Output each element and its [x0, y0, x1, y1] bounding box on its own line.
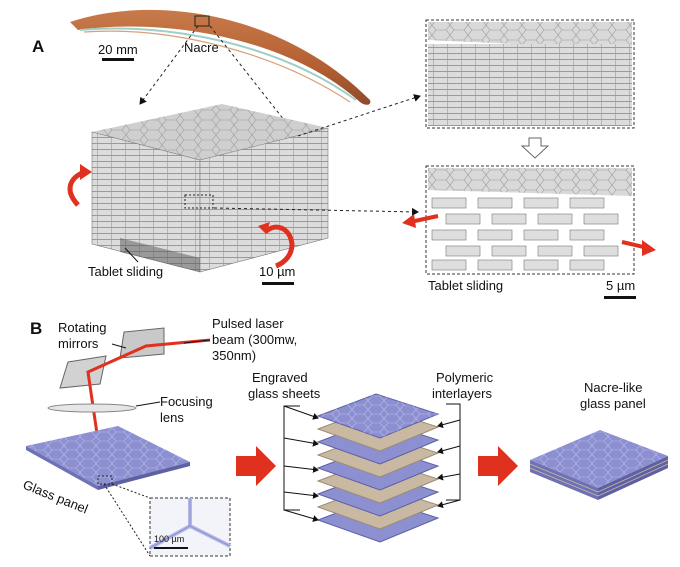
zoom-arrow-lower	[213, 207, 419, 216]
nacre-like-glass-panel	[529, 430, 669, 500]
nacre-label: Nacre	[184, 40, 219, 55]
lens-leader	[135, 401, 161, 407]
zoom-arrow-upper	[297, 94, 421, 137]
block-zoom-box	[184, 194, 214, 209]
process-arrow-1	[236, 446, 276, 486]
laser-leader	[183, 339, 211, 344]
engraving-inset	[149, 497, 231, 557]
zoom-caption: Tablet sliding	[428, 278, 503, 293]
zoom-arrow-right	[209, 25, 293, 131]
mirrors-label: Rotating mirrors	[58, 320, 110, 351]
glass-panel	[26, 426, 190, 490]
lens-label: Focusing lens	[160, 394, 216, 425]
inset-leader-top	[111, 483, 151, 499]
panel-a-letter: A	[32, 37, 44, 56]
mirror-leader	[111, 343, 127, 349]
exploded-stack	[316, 393, 440, 543]
zoom-arrow-left	[139, 25, 199, 105]
rotation-arrow-right-head	[258, 222, 270, 234]
rotation-arrow-right	[263, 224, 295, 269]
laser-label: Pulsed laser beam (300mw, 350nm)	[212, 316, 301, 363]
inset-scale-bar	[154, 547, 188, 549]
panel-b-letter: B	[30, 319, 42, 338]
zoom-panel-sliding	[425, 165, 635, 275]
glass-panel-label: Glass panel	[21, 477, 90, 517]
block-caption-leader	[124, 247, 139, 263]
nacre-microstructure-block	[91, 104, 329, 273]
rotation-arrow-left-head	[80, 164, 92, 180]
mirror-upper	[119, 327, 165, 359]
nacre-zoom-box	[194, 15, 210, 27]
engraved-bracket	[283, 405, 319, 522]
mirror-lower	[59, 355, 107, 389]
block-caption: Tablet sliding	[88, 264, 163, 279]
shell-scale-bar	[102, 58, 134, 61]
interlayers-label: Polymeric interlayers	[432, 370, 497, 401]
block-scale-bar	[262, 282, 294, 285]
slide-arrow-right-head	[642, 240, 656, 256]
inset-scale-label: 100 µm	[154, 534, 184, 544]
inset-leader-bottom	[103, 483, 151, 557]
shell-scale-label: 20 mm	[98, 42, 138, 57]
laser-beam	[86, 338, 211, 469]
slide-arrow-left-head	[402, 214, 416, 228]
zoom-scale-label: 5 µm	[606, 278, 635, 293]
result-label: Nacre-like glass panel	[580, 380, 646, 411]
interlayer-bracket	[437, 403, 461, 509]
engraved-sheets-label: Engraved glass sheets	[248, 370, 321, 401]
zoom-panel-intact	[425, 19, 635, 129]
glass-zoom-box	[97, 475, 113, 485]
block-scale-label: 10 µm	[259, 264, 295, 279]
sequence-arrow	[520, 137, 550, 159]
focusing-lens	[47, 403, 137, 413]
process-arrow-2	[478, 446, 518, 486]
zoom-scale-bar	[604, 296, 636, 299]
nacre-shell-image	[70, 9, 371, 105]
